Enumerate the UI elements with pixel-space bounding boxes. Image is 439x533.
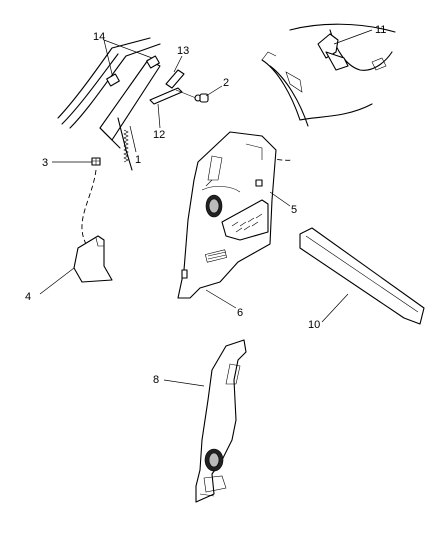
quarter-upper-corner — [261, 23, 396, 127]
callout-2: 2 — [223, 77, 229, 89]
trim-strip — [299, 227, 425, 325]
callout-3: 3 — [42, 157, 48, 169]
bracket-bolt-group — [149, 69, 209, 105]
a-pillar-assembly — [57, 37, 161, 171]
callout-6: 6 — [237, 307, 243, 319]
leader-lines — [39, 29, 373, 387]
callout-labels: 14 13 11 2 12 1 3 5 4 6 10 8 — [25, 24, 386, 386]
lower-trim-panel — [73, 169, 113, 283]
c-pillar-trim — [195, 339, 247, 503]
callout-5: 5 — [291, 204, 297, 216]
callout-12: 12 — [153, 129, 165, 141]
callout-10: 10 — [308, 319, 320, 331]
callout-4: 4 — [25, 291, 31, 303]
quarter-trim-panel — [177, 131, 293, 299]
callout-8: 8 — [153, 374, 159, 386]
callout-1: 1 — [135, 154, 141, 166]
callout-13: 13 — [177, 45, 189, 57]
callout-14: 14 — [93, 31, 105, 43]
callout-11: 11 — [375, 24, 386, 36]
